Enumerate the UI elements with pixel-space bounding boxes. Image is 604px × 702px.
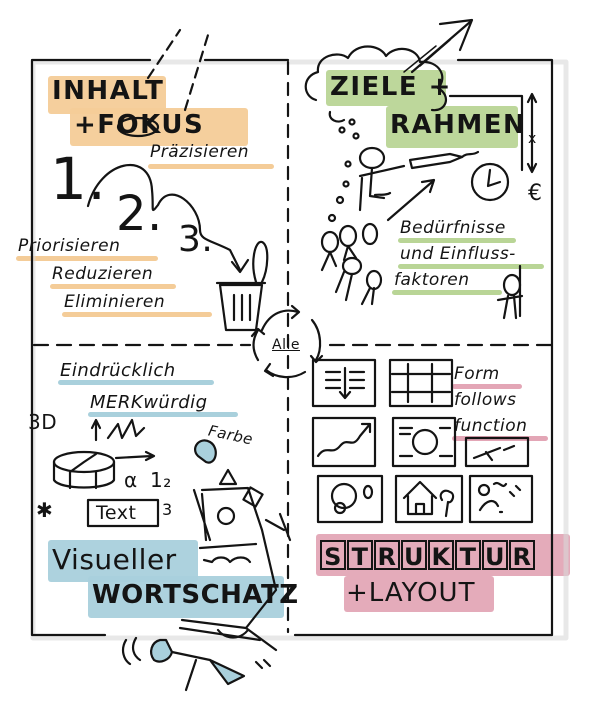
greek-alpha: α — [124, 468, 138, 492]
subscript-numbers: 1₂ — [150, 468, 172, 492]
bracket-line — [448, 94, 524, 172]
reduzieren-label: Reduzieren — [52, 264, 154, 284]
fokus-title: +FOKUS — [74, 110, 205, 140]
clock-icon — [470, 162, 510, 202]
priorisieren-label: Priorisieren — [18, 236, 121, 256]
thought-cloud-icon — [304, 45, 448, 112]
circles-icon — [316, 474, 384, 524]
landscape-icon — [468, 474, 534, 524]
underline-beduerfnisse — [398, 238, 516, 243]
frame-outline — [30, 58, 554, 637]
underline-reduzieren — [50, 284, 176, 289]
visueller-title: Visueller — [52, 543, 177, 576]
einfluss-label: und Einfluss- — [400, 244, 516, 264]
highlight-inhalt — [48, 76, 166, 114]
text-box-label: Text — [96, 502, 137, 524]
blob-shape-icon — [194, 439, 217, 464]
label-3d: 3D — [28, 410, 58, 434]
underline-eindruecklich — [58, 380, 214, 385]
people-icon — [320, 222, 383, 306]
step-2: 2. — [116, 186, 163, 242]
highlight-wortschatz — [88, 576, 284, 618]
asterisk-icon: ✱ — [36, 498, 54, 522]
underline-priorisieren — [16, 256, 158, 261]
square-shape-icon — [242, 486, 264, 508]
pencil-icon — [408, 150, 480, 170]
grid-icon — [388, 358, 454, 408]
function-label: function — [454, 416, 528, 436]
struktur-letter: T — [455, 540, 481, 571]
number-3: 3 — [162, 500, 173, 519]
house-tree-icon — [394, 474, 464, 524]
merkwuerdig-label: MERKwürdig — [90, 392, 208, 413]
chart-icon — [311, 416, 377, 468]
presenter-icon — [358, 146, 406, 212]
fokus-o-ellipse — [116, 116, 160, 138]
step-3: 3. — [178, 219, 214, 260]
follows-label: follows — [454, 390, 517, 410]
faktoren-label: faktoren — [394, 270, 470, 290]
wortschatz-title: WORTSCHATZ — [92, 580, 299, 610]
cycle-arrows-icon — [250, 304, 324, 379]
pie-chart-3d-icon — [52, 450, 116, 490]
struktur-letter: U — [401, 540, 427, 571]
smiley-character-icon — [178, 486, 292, 652]
map-icon — [464, 436, 530, 468]
ziele-title: ZIELE + — [330, 72, 452, 102]
struktur-letter: U — [482, 540, 508, 571]
struktur-letter: R — [374, 540, 400, 571]
underline-eliminieren — [62, 312, 212, 317]
layout-title: +LAYOUT — [346, 578, 476, 608]
layout-thumbnails — [311, 358, 534, 524]
highlight-rahmen — [386, 106, 518, 148]
alle-cycle-label: Alle — [272, 337, 300, 353]
underline-faktoren — [392, 290, 502, 295]
underline-einfluss — [398, 264, 544, 269]
standing-figure-icon — [496, 264, 524, 320]
beduerfnisse-label: Bedürfnisse — [400, 218, 506, 238]
struktur-letter: T — [347, 540, 373, 571]
zigzag-icon — [106, 418, 146, 440]
struktur-letter: R — [509, 540, 535, 571]
inhalt-title: INHALT — [52, 76, 165, 106]
underline-merkwuerdig — [88, 412, 238, 417]
eindruecklich-label: Eindrücklich — [60, 360, 176, 381]
text-box-icon — [86, 498, 160, 528]
struktur-letter: K — [428, 540, 454, 571]
struktur-letter: S — [320, 540, 346, 571]
trash-can-icon — [215, 240, 269, 332]
text-list-icon — [311, 358, 377, 408]
euro-icon: € — [528, 181, 542, 206]
circle-text-icon — [391, 416, 457, 468]
underline-praezisieren — [148, 164, 274, 169]
thumbs-up-icon — [121, 636, 212, 666]
triangle-shape-icon — [218, 468, 238, 486]
form-label: Form — [454, 364, 500, 384]
eliminieren-label: Eliminieren — [64, 292, 166, 312]
step-1: 1. — [50, 145, 107, 213]
praezisieren-label: Präzisieren — [150, 142, 250, 162]
highlight-visueller — [48, 540, 198, 582]
highlight-layout — [344, 576, 494, 612]
highlight-ziele — [326, 70, 446, 106]
underline-form — [452, 384, 522, 389]
rahmen-title: RAHMEN — [390, 110, 527, 140]
dimension-x-label: x — [528, 131, 537, 147]
